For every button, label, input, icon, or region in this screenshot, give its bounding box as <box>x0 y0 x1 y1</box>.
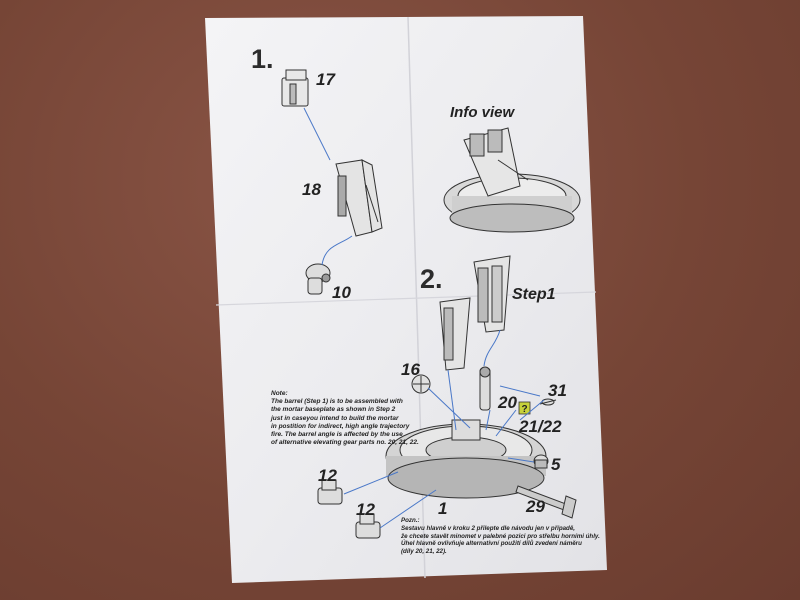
part-number-5: 5 <box>551 455 561 474</box>
note-czech: Pozn.: Sestavu hlavně v kroku 2 přilepte… <box>401 517 600 556</box>
leader-lines-step2 <box>343 329 545 529</box>
leader-lines-step1 <box>303 107 353 266</box>
part-number-18: 18 <box>302 180 321 199</box>
info-view-drawing <box>443 127 581 233</box>
note-english-line: The barrel (Step 1) is to be assembled w… <box>271 398 403 406</box>
part-number-21-22: 21/22 <box>519 417 562 436</box>
part-29-drawing <box>515 485 577 519</box>
part-number-1: 1 <box>438 499 448 518</box>
part-18-drawing <box>335 159 383 237</box>
note-english-line: fire. The barrel angle is affected by th… <box>271 431 403 439</box>
note-czech-line: (díly 20, 21, 22). <box>401 548 447 556</box>
part-number-12-top: 12 <box>318 466 337 485</box>
note-english-line: in postition for indirect, high angle tr… <box>271 422 410 430</box>
step-2-number: 2. <box>420 264 443 294</box>
step2-barrel-drawing <box>439 255 511 371</box>
note-czech-title: Pozn.: <box>401 517 420 524</box>
info-view-label: Info view <box>450 104 515 121</box>
note-english-title: Note: <box>271 390 288 397</box>
note-english: Note: The barrel (Step 1) is to be assem… <box>271 390 419 447</box>
note-czech-line: že chcete stavět minomet v palebné pozic… <box>401 532 600 540</box>
part-number-16: 16 <box>401 360 420 379</box>
part-number-31: 31 <box>548 381 567 400</box>
part-number-29: 29 <box>526 497 545 516</box>
step-1-number: 1. <box>251 44 274 74</box>
step1-label: Step1 <box>512 286 556 303</box>
svg-text:?: ? <box>521 404 527 415</box>
part-16-drawing <box>411 374 431 394</box>
note-czech-line: Sestavu hlavně v kroku 2 přilepte dle ná… <box>401 524 575 532</box>
part-10-drawing <box>305 263 331 295</box>
part-number-10: 10 <box>332 283 351 302</box>
horizontal-fold <box>215 291 597 306</box>
part-number-12-bottom: 12 <box>356 500 375 519</box>
note-czech-line: Úhel hlavně ovlivňuje alternativní použi… <box>401 540 582 548</box>
part-12b-drawing <box>355 513 381 539</box>
note-english-line: the mortar baseplate as shown in Step 2 <box>271 406 396 414</box>
note-english-line: just in caseyou intend to build the mort… <box>271 414 399 422</box>
part-17-drawing <box>281 69 309 107</box>
part-12a-drawing <box>317 479 343 505</box>
part-20-drawing <box>479 366 491 411</box>
part-5-drawing <box>533 454 549 469</box>
question-mark-icon: ? <box>518 401 531 415</box>
part-31-drawing <box>539 398 557 406</box>
note-english-line: of alternative elevating gear parts no. … <box>271 439 419 447</box>
part-number-20: 20 <box>498 393 517 412</box>
part-number-17: 17 <box>316 70 335 89</box>
